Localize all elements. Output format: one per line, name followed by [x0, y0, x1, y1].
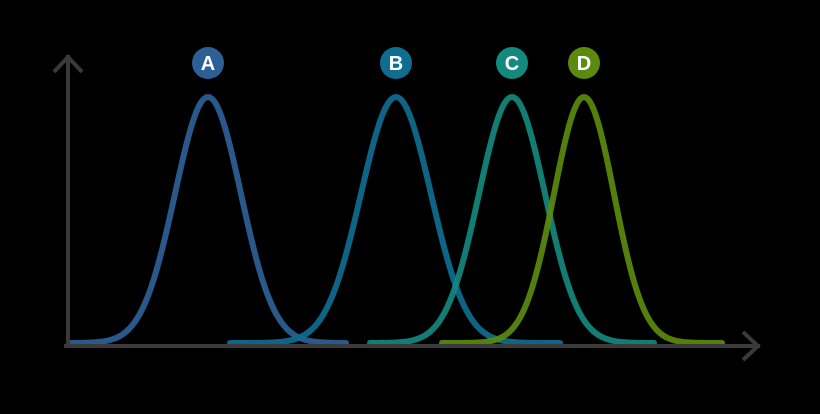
series-label-badge — [192, 47, 224, 79]
curves-layer — [67, 94, 725, 346]
series-label-badge — [568, 47, 600, 79]
series-label-badge — [496, 47, 528, 79]
series-label-text: A — [201, 53, 215, 75]
labels-layer: A B C D — [192, 47, 600, 79]
series-label-a: A — [192, 47, 224, 79]
series-label-b: B — [380, 47, 412, 79]
series-curve-c — [367, 94, 657, 346]
series-curve-a — [67, 94, 349, 346]
series-label-text: D — [577, 53, 591, 75]
axes-layer — [52, 54, 761, 362]
series-label-badge — [380, 47, 412, 79]
series-curve-b — [227, 94, 563, 346]
series-label-c: C — [496, 47, 528, 79]
y-axis-arrow-icon — [52, 54, 84, 74]
x-axis-arrow-icon — [741, 330, 761, 362]
series-label-d: D — [568, 47, 600, 79]
series-label-text: C — [505, 53, 519, 75]
series-label-text: B — [389, 53, 403, 75]
series-curve-d — [439, 94, 725, 346]
